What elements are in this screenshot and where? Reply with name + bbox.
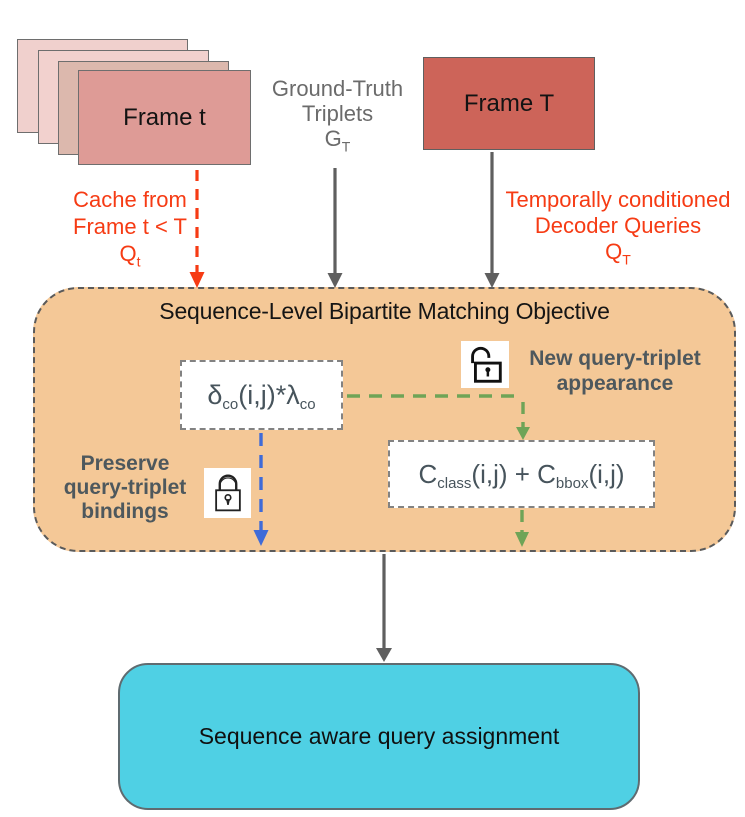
cost-sub1: class <box>437 474 472 492</box>
cache-label: Cache from Frame t < T Qt <box>35 186 225 275</box>
preserve-line2: query-triplet <box>63 476 187 499</box>
cache-symbol: Qt <box>119 241 141 270</box>
output-box: Sequence aware query assignment <box>118 663 640 810</box>
decoder-line2: Decoder Queries <box>534 213 702 238</box>
preserve-line1: Preserve <box>80 452 170 475</box>
delta-term1: δ <box>207 379 223 410</box>
cost-term2: (i,j) + C <box>471 458 556 489</box>
new-query-line1: New query-triplet <box>529 347 701 370</box>
delta-term2: (i,j)*λ <box>238 379 300 410</box>
cost-term3: (i,j) <box>588 458 625 489</box>
ground-truth-label: Ground-Truth Triplets GT <box>250 76 425 159</box>
cache-line1: Cache from <box>73 187 187 212</box>
output-box-label: Sequence aware query assignment <box>198 723 560 749</box>
assignment-arrow <box>376 554 392 662</box>
decoder-line1: Temporally conditioned <box>505 187 731 212</box>
lock-open-icon <box>461 341 509 388</box>
decoder-queries-label: Temporally conditioned Decoder Queries Q… <box>493 187 743 272</box>
delta-sub2: co <box>299 395 316 413</box>
ground-truth-line2: Triplets <box>301 101 374 126</box>
new-query-line2: appearance <box>556 372 674 395</box>
ground-truth-line1: Ground-Truth <box>271 76 404 101</box>
frame-t-box: Frame t <box>78 70 251 165</box>
frame-T-box: Frame T <box>423 57 595 150</box>
lock-closed-icon <box>204 468 251 518</box>
cost-term1: C <box>418 458 438 489</box>
ground-truth-arrow <box>327 168 343 288</box>
new-query-label: New query-triplet appearance <box>510 346 720 396</box>
decoder-symbol: QT <box>605 239 631 268</box>
frame-T-label: Frame T <box>463 89 555 117</box>
matching-objective-title: Sequence-Level Bipartite Matching Object… <box>159 298 610 324</box>
cost-sub2: bbox <box>555 474 589 492</box>
ground-truth-symbol: GT <box>324 126 351 155</box>
preserve-label: Preserve query-triplet bindings <box>40 452 210 524</box>
preserve-line3: bindings <box>81 500 169 523</box>
delta-sub1: co <box>222 395 239 413</box>
frame-t-label: Frame t <box>123 103 206 131</box>
cache-line2: Frame t < T <box>73 214 187 239</box>
